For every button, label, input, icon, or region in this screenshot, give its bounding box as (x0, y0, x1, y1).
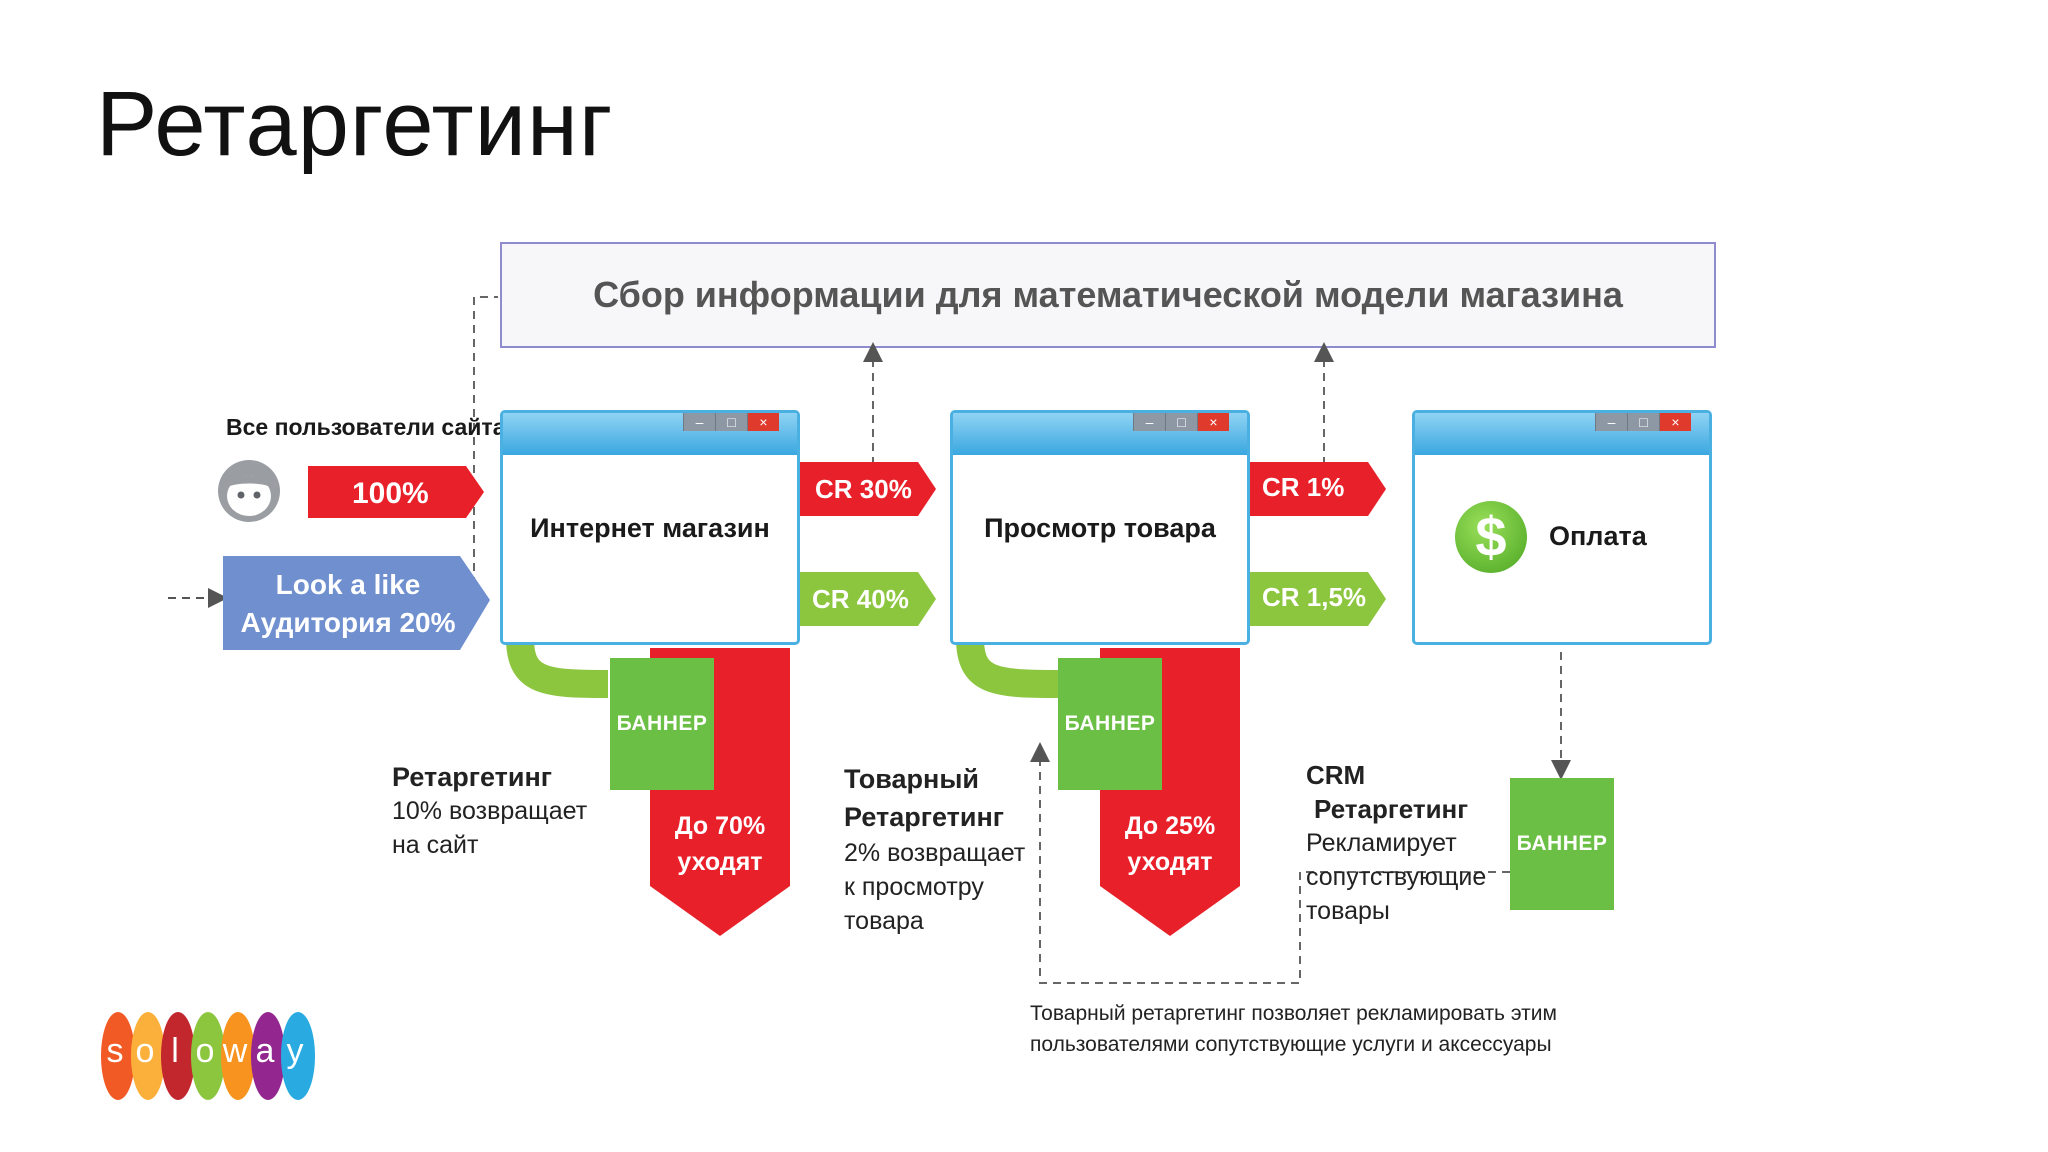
logo-letter: o (195, 1032, 215, 1070)
maximize-icon: □ (1627, 413, 1659, 431)
caption-3-line1: Рекламирует (1306, 829, 1457, 857)
logo-letter: s (106, 1032, 124, 1070)
window-controls: – □ × (683, 413, 779, 431)
window-online-store: – □ × Интернет магазин (500, 410, 800, 645)
logo-letter: o (135, 1032, 155, 1070)
maximize-icon: □ (1165, 413, 1197, 431)
bottom-note: Товарный ретаргетинг позволяет рекламиро… (1030, 998, 1557, 1060)
all-users-arrow (308, 466, 484, 518)
logo-petal (221, 1012, 255, 1100)
banner-3: БАННЕР (1510, 778, 1614, 910)
window-label: Интернет магазин (530, 513, 770, 543)
dropoff-label-2: До 25% уходят (1100, 808, 1240, 880)
close-icon: × (1659, 413, 1691, 431)
lookalike-line1: Look a like (275, 569, 421, 600)
lookalike-line2: Аудитория 20% (240, 607, 456, 638)
caption-2-line1: 2% возвращает (844, 839, 1026, 867)
window-label: Просмотр товара (984, 513, 1216, 543)
cr-red-arrow-1 (800, 462, 936, 516)
bottom-note-line2: пользователями сопутствующие услуги и ак… (1030, 1033, 1552, 1056)
lookalike-label: Look a like Аудитория 20% (223, 566, 473, 642)
logo-letter: l (171, 1032, 179, 1070)
caption-1-line2: на сайт (392, 831, 479, 859)
window-product-view: – □ × Просмотр товара (950, 410, 1250, 645)
caption-3-title1: CRM (1306, 760, 1366, 790)
banner-2: БАННЕР (1058, 658, 1162, 790)
minimize-icon: – (1595, 413, 1627, 431)
caption-2-title1: Товарный (844, 764, 979, 794)
cr-red-arrow-2 (1250, 462, 1386, 516)
caption-product-retargeting: Товарный Ретаргетинг 2% возвращает к про… (844, 760, 1025, 938)
cr-green-arrow-2 (1250, 572, 1386, 626)
all-users-percent: 100% (352, 477, 429, 510)
window-titlebar: – □ × (1415, 413, 1709, 455)
caption-2-line2: к просмотру (844, 873, 984, 901)
logo-letters: s o l o w a y (100, 1032, 316, 1071)
logo-petal (161, 1012, 195, 1100)
dollar-icon: $ (1455, 501, 1527, 573)
logo-petal (191, 1012, 225, 1100)
dropoff-2-line1: До 25% (1124, 812, 1216, 840)
dropoff-1-line2: уходят (677, 848, 763, 876)
caption-2-line3: товара (844, 907, 924, 935)
user-face-icon (216, 458, 282, 524)
page-title: Ретаргетинг (96, 73, 614, 175)
logo-petal (101, 1012, 135, 1100)
close-icon: × (747, 413, 779, 431)
bottom-loop-connector (1030, 742, 1510, 984)
window-payment: – □ × $ Оплата (1412, 410, 1712, 645)
logo-petal (131, 1012, 165, 1100)
cr-label-red-1: CR 30% (815, 474, 912, 504)
logo-letter: y (286, 1032, 304, 1070)
bottom-note-line1: Товарный ретаргетинг позволяет рекламиро… (1030, 1002, 1557, 1025)
banner-1: БАННЕР (610, 658, 714, 790)
logo-letter: a (255, 1032, 275, 1070)
window-controls: – □ × (1595, 413, 1691, 431)
logo-petal (251, 1012, 285, 1100)
left-dashed-connector (473, 296, 498, 585)
dropoff-2-line2: уходят (1127, 848, 1213, 876)
close-icon: × (1197, 413, 1229, 431)
window-titlebar: – □ × (503, 413, 797, 455)
soloway-logo: s o l o w a y (100, 1010, 330, 1102)
all-users-label: Все пользователи сайта (226, 414, 506, 440)
dropoff-label-1: До 70% уходят (650, 808, 790, 880)
cr-label-green-2: CR 1,5% (1262, 582, 1367, 612)
cr-label-red-2: CR 1% (1262, 472, 1345, 502)
lookalike-arrow (223, 556, 490, 650)
caption-3-line3: товары (1306, 897, 1390, 925)
logo-petal (281, 1012, 315, 1100)
maximize-icon: □ (715, 413, 747, 431)
cr-green-arrow-1 (800, 572, 936, 626)
info-collection-box: Сбор информации для математической модел… (500, 242, 1716, 348)
caption-retargeting: Ретаргетинг 10% возвращает на сайт (392, 760, 587, 862)
info-collection-label: Сбор информации для математической модел… (593, 274, 1623, 315)
caption-3-title2: Ретаргетинг (1314, 794, 1469, 824)
minimize-icon: – (683, 413, 715, 431)
caption-1-line1: 10% возвращает (392, 797, 588, 825)
cr-label-green-1: CR 40% (812, 584, 909, 614)
dropoff-1-line1: До 70% (674, 812, 766, 840)
caption-2-title2: Ретаргетинг (844, 802, 1005, 832)
window-titlebar: – □ × (953, 413, 1247, 455)
logo-letter: w (222, 1032, 248, 1070)
window-label: Оплата (1549, 521, 1647, 551)
caption-1-title: Ретаргетинг (392, 762, 553, 792)
caption-crm-retargeting: CRM Ретаргетинг Рекламирует сопутствующи… (1306, 758, 1486, 928)
minimize-icon: – (1133, 413, 1165, 431)
caption-3-line2: сопутствующие (1306, 863, 1487, 891)
window-controls: – □ × (1133, 413, 1229, 431)
